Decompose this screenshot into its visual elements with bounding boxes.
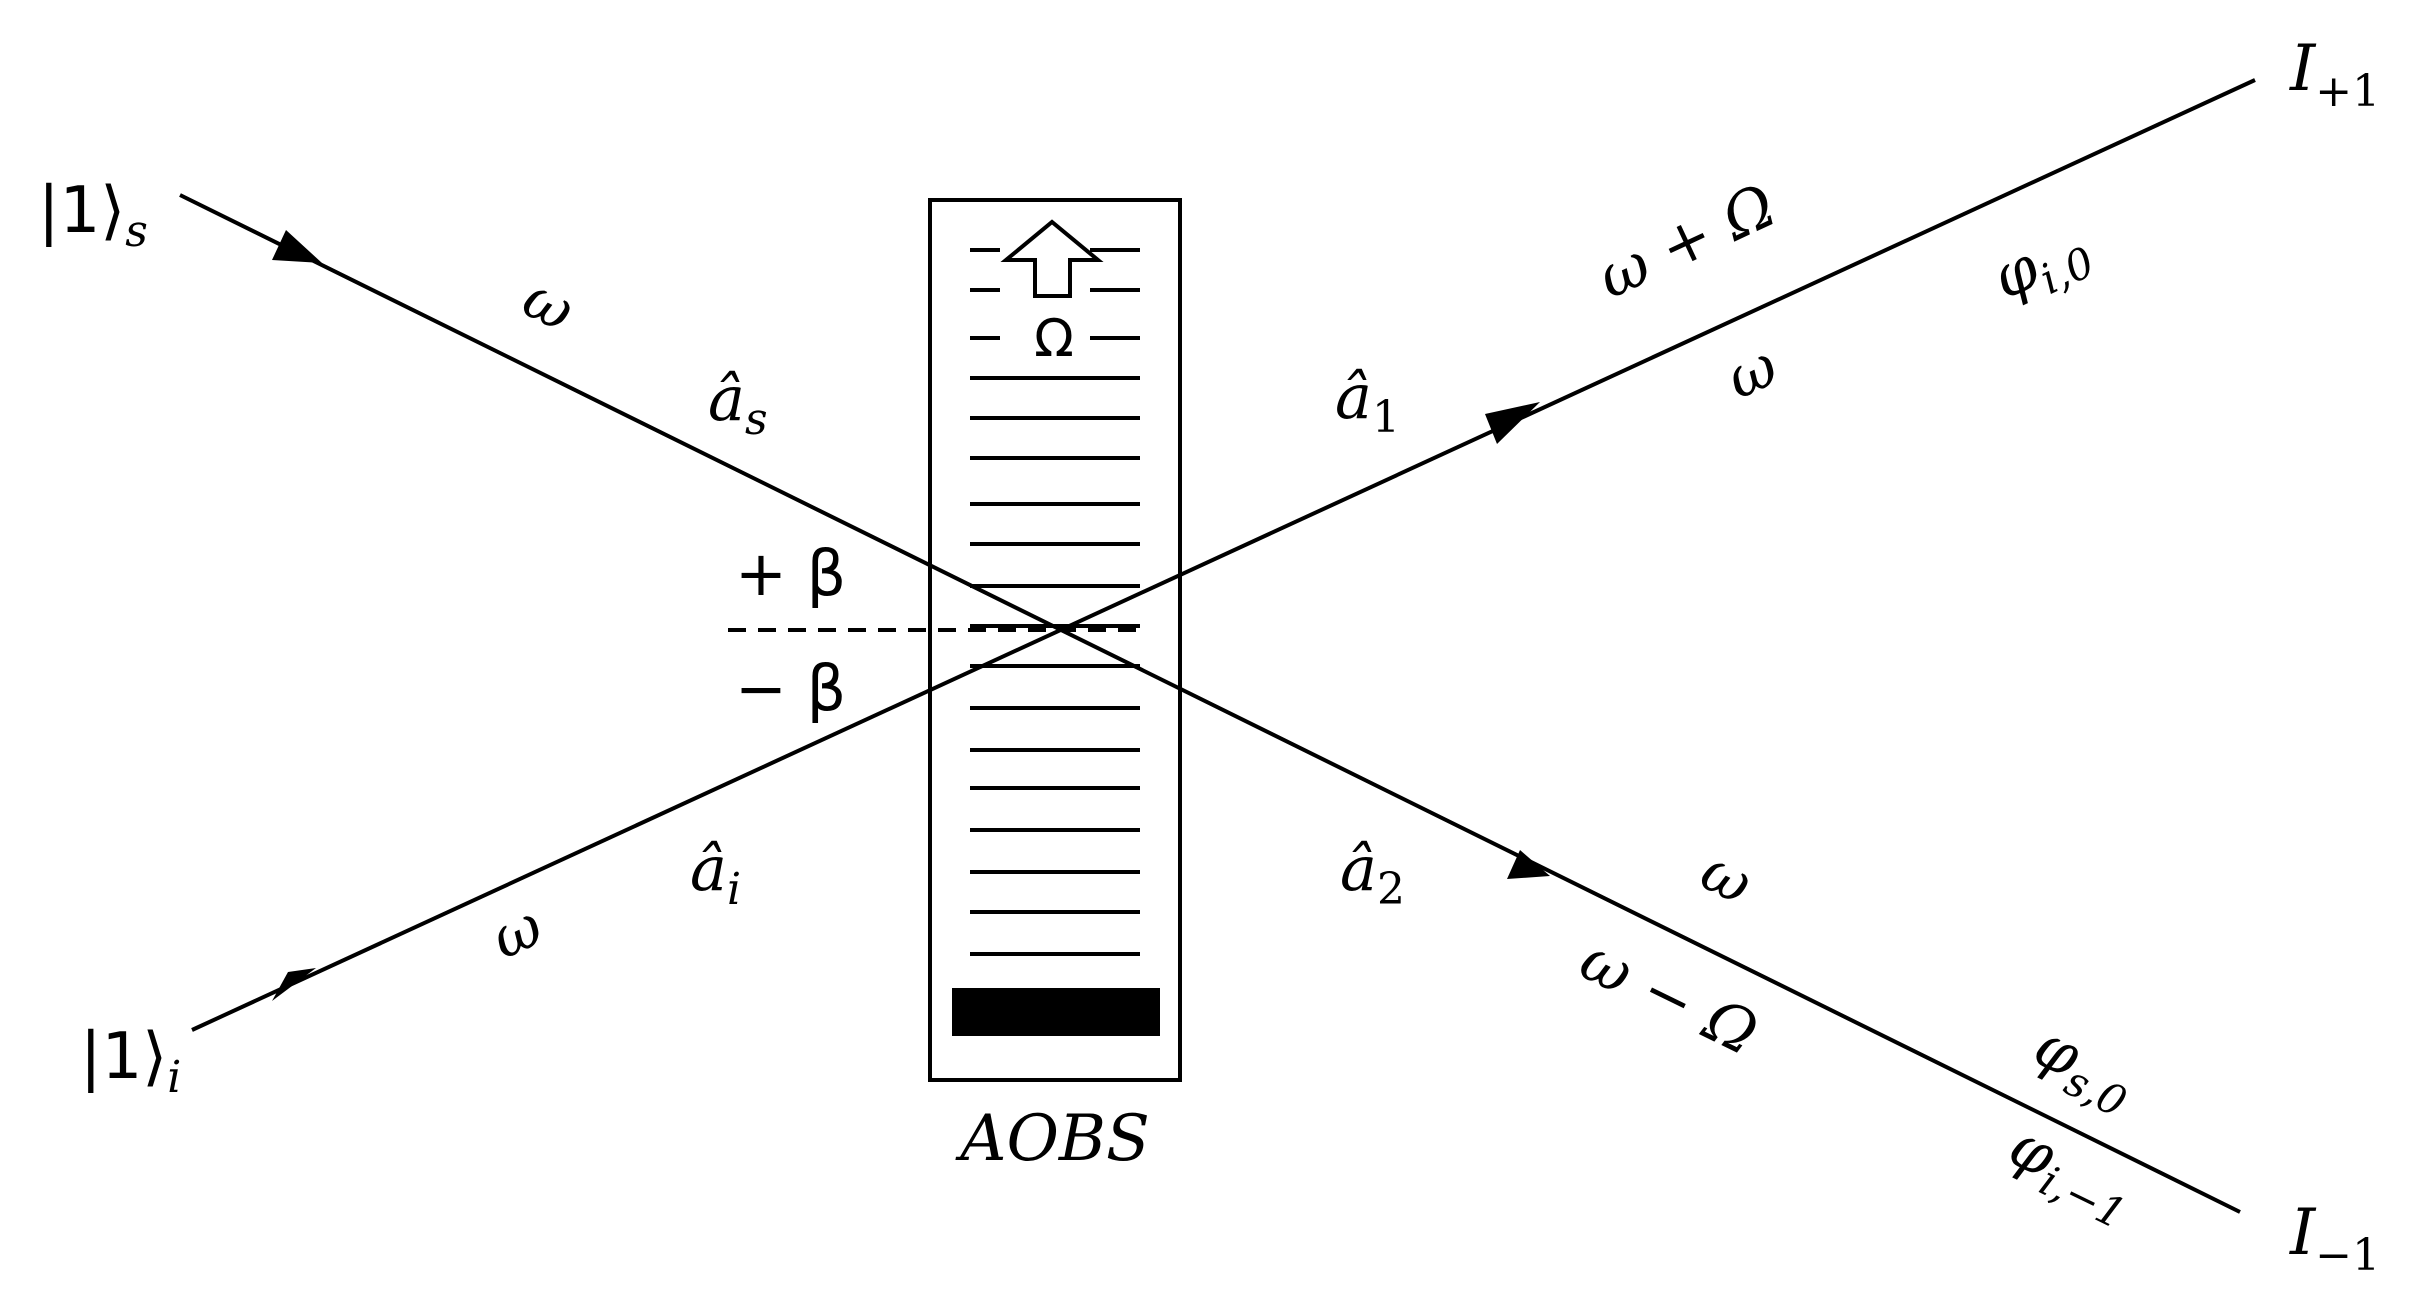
acoustic-direction-arrow-icon xyxy=(1000,219,1104,298)
transducer xyxy=(952,988,1160,1036)
freq-out2-unshifted: ω xyxy=(1691,836,1763,918)
beam-idler-to-out1 xyxy=(191,78,2256,1032)
arrow-out1-icon xyxy=(1485,402,1540,444)
output-lower-intensity: I−1 xyxy=(2289,1196,2380,1281)
output-upper-intensity: I+1 xyxy=(2289,32,2380,117)
phase-phi-s0: φs,0 xyxy=(2019,1011,2147,1127)
arrow-idler-in-icon xyxy=(272,968,316,1001)
angle-minus-beta: − β xyxy=(735,652,846,725)
arrow-signal-in-icon xyxy=(272,230,322,263)
angle-plus-beta: + β xyxy=(735,537,846,610)
arrow-out2-icon xyxy=(1507,850,1550,879)
freq-out1-unshifted: ω xyxy=(1716,331,1788,413)
mode-a-s: âs xyxy=(708,362,768,445)
aobs-label: AOBS xyxy=(955,1102,1150,1176)
mode-a-i: âi xyxy=(690,832,741,915)
signal-input-ket: |1⟩s xyxy=(38,174,148,257)
phase-phi-i0: φi,0 xyxy=(1982,210,2102,322)
mode-a-2: â2 xyxy=(1340,832,1405,915)
beam-signal-to-out2 xyxy=(179,193,2241,1214)
idler-input-ket: |1⟩i xyxy=(80,1020,181,1103)
freq-idler-in: ω xyxy=(481,891,553,973)
mode-a-1: â1 xyxy=(1335,360,1400,443)
freq-out1-shifted: ω + Ω xyxy=(1587,171,1786,314)
freq-signal-in: ω xyxy=(513,263,585,345)
aobs-box xyxy=(928,198,1182,1082)
acoustic-frequency-label: Ω xyxy=(1034,309,1074,369)
freq-out2-shifted: ω − Ω xyxy=(1569,925,1768,1070)
